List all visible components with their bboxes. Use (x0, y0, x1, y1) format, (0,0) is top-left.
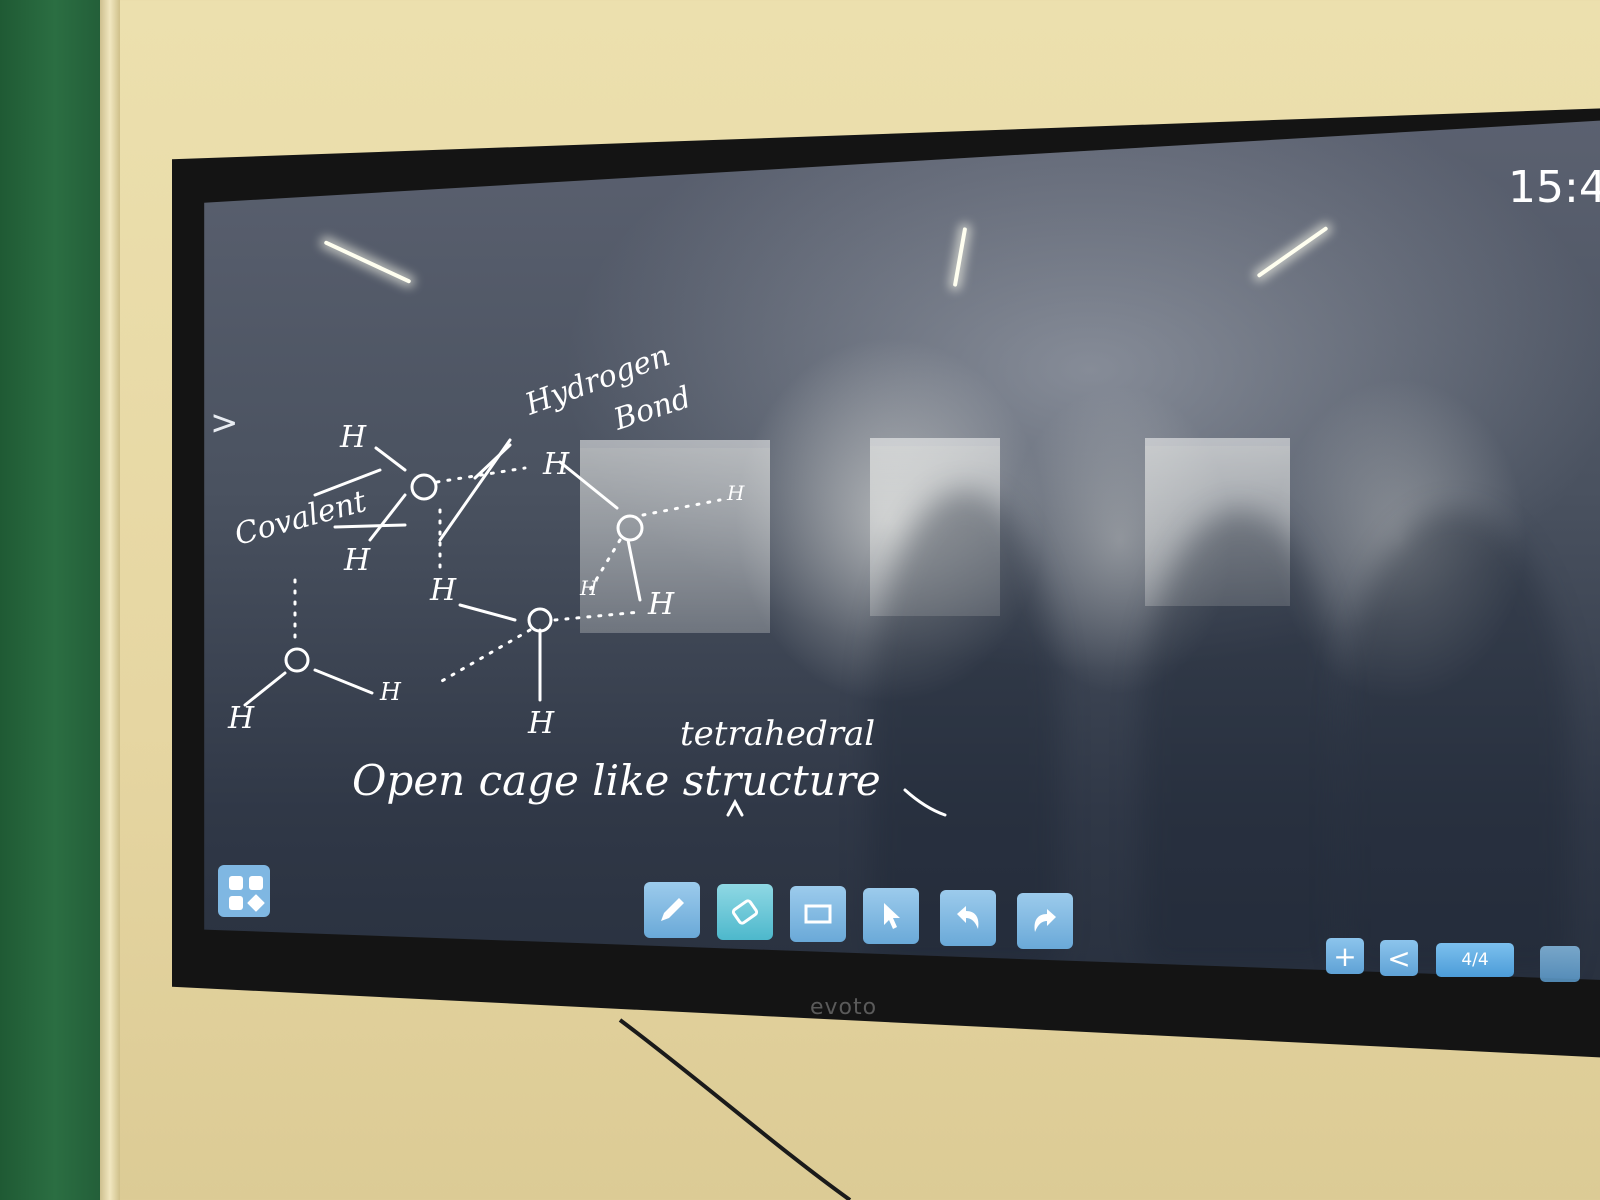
apps-grid-button[interactable] (218, 865, 270, 917)
apps-grid-icon (229, 876, 243, 890)
covalent-bond (458, 603, 517, 622)
hydrogen-atom-label: H (339, 420, 367, 455)
pen-icon (661, 898, 684, 921)
oxygen-atom (410, 473, 438, 501)
audience-reflection (1140, 510, 1340, 970)
previous-page-button[interactable]: < (1380, 940, 1418, 976)
pointer-icon (884, 903, 900, 929)
hydrogen-atom-label: H (579, 576, 598, 600)
eraser-tool-button[interactable] (717, 884, 773, 940)
hydrogen-bond (588, 538, 622, 592)
hydrogen-atom-label: H (527, 706, 555, 741)
audience-reflection (1340, 510, 1570, 980)
covalent-bond (368, 493, 407, 542)
hydrogen-bond (641, 498, 722, 517)
pointer-arrow (313, 468, 382, 497)
pointer-arrow (473, 443, 512, 480)
whiteboard-screen (204, 120, 1600, 981)
caption-stroke (903, 788, 947, 817)
chevron-right-icon[interactable]: > (210, 403, 239, 443)
hydrogen-atom-label: H (429, 573, 457, 608)
caption-open-cage: Open cage like structure (352, 756, 881, 805)
hydrogen-bond (433, 628, 532, 687)
oxygen-atom (527, 607, 553, 633)
hydrogen-atom-label: H (647, 587, 675, 622)
window-reflection (580, 440, 770, 633)
covalent-bond (626, 538, 642, 602)
undo-icon (957, 906, 979, 929)
hydrogen-atom-label: H (343, 543, 371, 578)
oxygen-atom (616, 514, 644, 542)
clock: 15:4 (1508, 162, 1600, 213)
oxygen-atom (284, 647, 310, 673)
hydrogen-atom-label: H (379, 678, 402, 706)
brand-logo: evoto (810, 995, 878, 1020)
covalent-bond (243, 671, 287, 707)
window-reflection (1145, 438, 1290, 606)
pointer-tool-button[interactable] (863, 888, 919, 944)
add-page-button[interactable]: + (1326, 938, 1364, 974)
chalkboard-frame (100, 0, 120, 1200)
undo-button[interactable] (940, 890, 996, 946)
rectangle-tool-button[interactable] (790, 886, 846, 942)
page-indicator: 4/4 (1436, 943, 1514, 977)
covalent-bond (313, 668, 374, 695)
pen-tool-button[interactable] (644, 882, 700, 938)
eraser-icon (731, 899, 759, 925)
redo-button[interactable] (1017, 893, 1073, 949)
hydrogen-atom-label: H (227, 701, 255, 736)
next-page-button[interactable] (1540, 946, 1580, 982)
hydrogen-bond (435, 466, 527, 484)
hydrogen-atom-label: H (542, 447, 570, 482)
chalkboard (0, 0, 100, 1200)
rectangle-icon (804, 904, 832, 924)
hydrogen-bond (553, 610, 642, 622)
pointer-arrow (333, 523, 407, 529)
window-reflection (870, 438, 1000, 616)
covalent-bond (374, 446, 407, 472)
covalent-bond (558, 460, 619, 510)
label-tetrahedral: tetrahedral (680, 714, 875, 754)
hydrogen-atom-label: H (726, 481, 745, 505)
insertion-caret (726, 798, 744, 817)
redo-icon (1034, 909, 1056, 932)
